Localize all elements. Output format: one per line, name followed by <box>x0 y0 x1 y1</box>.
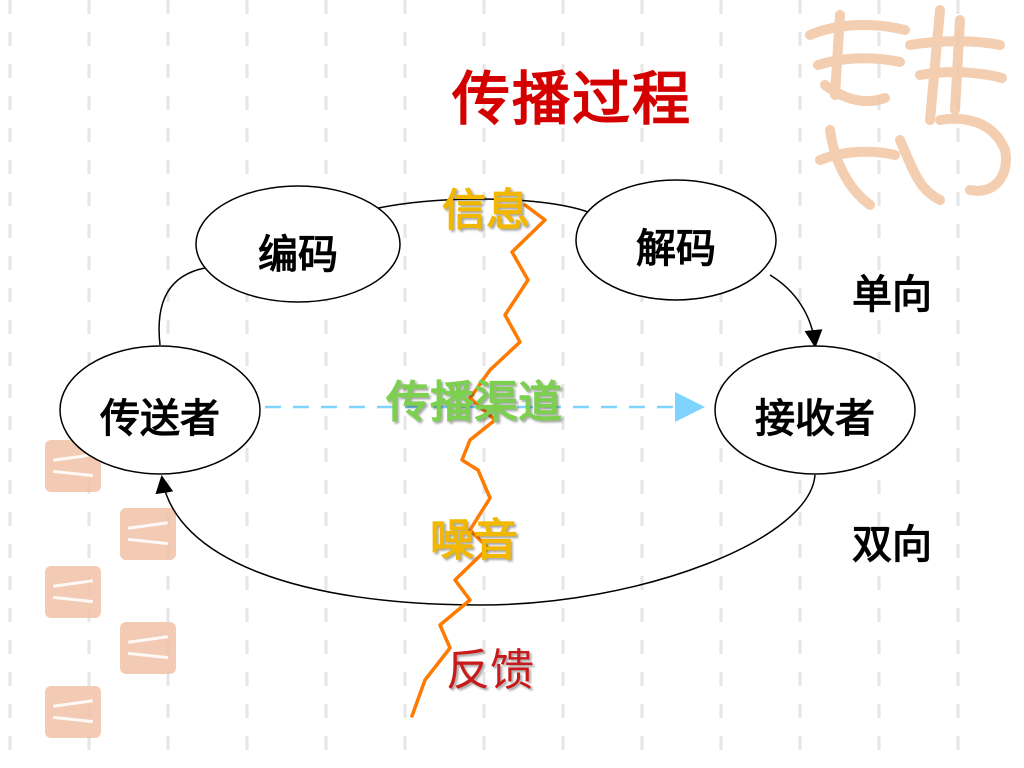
calligraphy-stamp-decoration <box>805 5 1011 210</box>
decode-node-label: 解码 <box>636 226 716 272</box>
sender-node-label: 传送者 <box>100 396 220 442</box>
two-way-label: 双向 <box>852 522 932 568</box>
encode-node-shape <box>195 185 401 303</box>
feedback-arc <box>155 474 816 606</box>
decode-node-shape <box>575 179 777 301</box>
noise-zigzag-line <box>410 203 547 718</box>
top-flow-arc <box>369 198 589 213</box>
seal-decoration <box>45 686 101 738</box>
one-way-label: 单向 <box>852 272 932 318</box>
message-label: 信息 <box>442 185 530 236</box>
right-flow-arc <box>769 274 823 348</box>
receiver-node-label: 接收者 <box>755 396 875 442</box>
receiver-node-shape <box>714 345 916 475</box>
seal-decoration <box>45 566 101 618</box>
sender-node-shape <box>59 345 261 475</box>
channel-label: 传播渠道 <box>386 377 562 428</box>
upper-flow-arc <box>158 267 206 346</box>
seal-decoration <box>120 508 176 560</box>
feedback-label: 反馈 <box>446 645 534 696</box>
noise-label: 噪音 <box>430 515 518 566</box>
seal-decoration <box>120 622 176 674</box>
encode-node-label: 编码 <box>258 232 338 278</box>
page-title: 传播过程 <box>451 65 692 133</box>
